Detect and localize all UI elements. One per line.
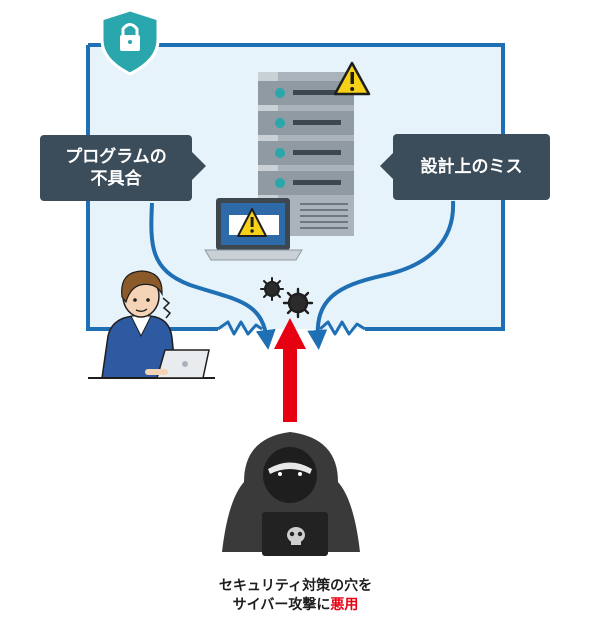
design-flow-arrow [307, 200, 456, 350]
design-mistake-text: 設計上のミス [420, 157, 523, 177]
caption-emphasis: 悪用 [330, 597, 359, 613]
warning-icon [237, 208, 267, 237]
program-bug-label: プログラムの 不具合 [40, 135, 192, 201]
skull-icon [287, 527, 305, 545]
design-mistake-label: 設計上のミス [393, 134, 550, 200]
design-mistake-label-pointer [380, 152, 394, 180]
caption-line2: サイバー攻撃に悪用 [0, 596, 591, 615]
attack-arrow [274, 318, 306, 422]
program-bug-label-pointer [192, 152, 206, 180]
caption-line2-prefix: サイバー攻撃に [232, 597, 331, 613]
warning-icon [333, 61, 371, 96]
office-worker [88, 270, 215, 379]
virus-icon [260, 277, 284, 301]
caption: セキュリティ対策の穴を サイバー攻撃に悪用 [0, 577, 591, 615]
caption-line1: セキュリティ対策の穴を [218, 578, 373, 594]
program-bug-line2: 不具合 [90, 169, 142, 189]
bug-flow-arrow [149, 202, 276, 350]
program-bug-line1: プログラムの [65, 147, 167, 167]
lock-shield-icon [100, 8, 160, 76]
virus-icon [282, 287, 314, 319]
